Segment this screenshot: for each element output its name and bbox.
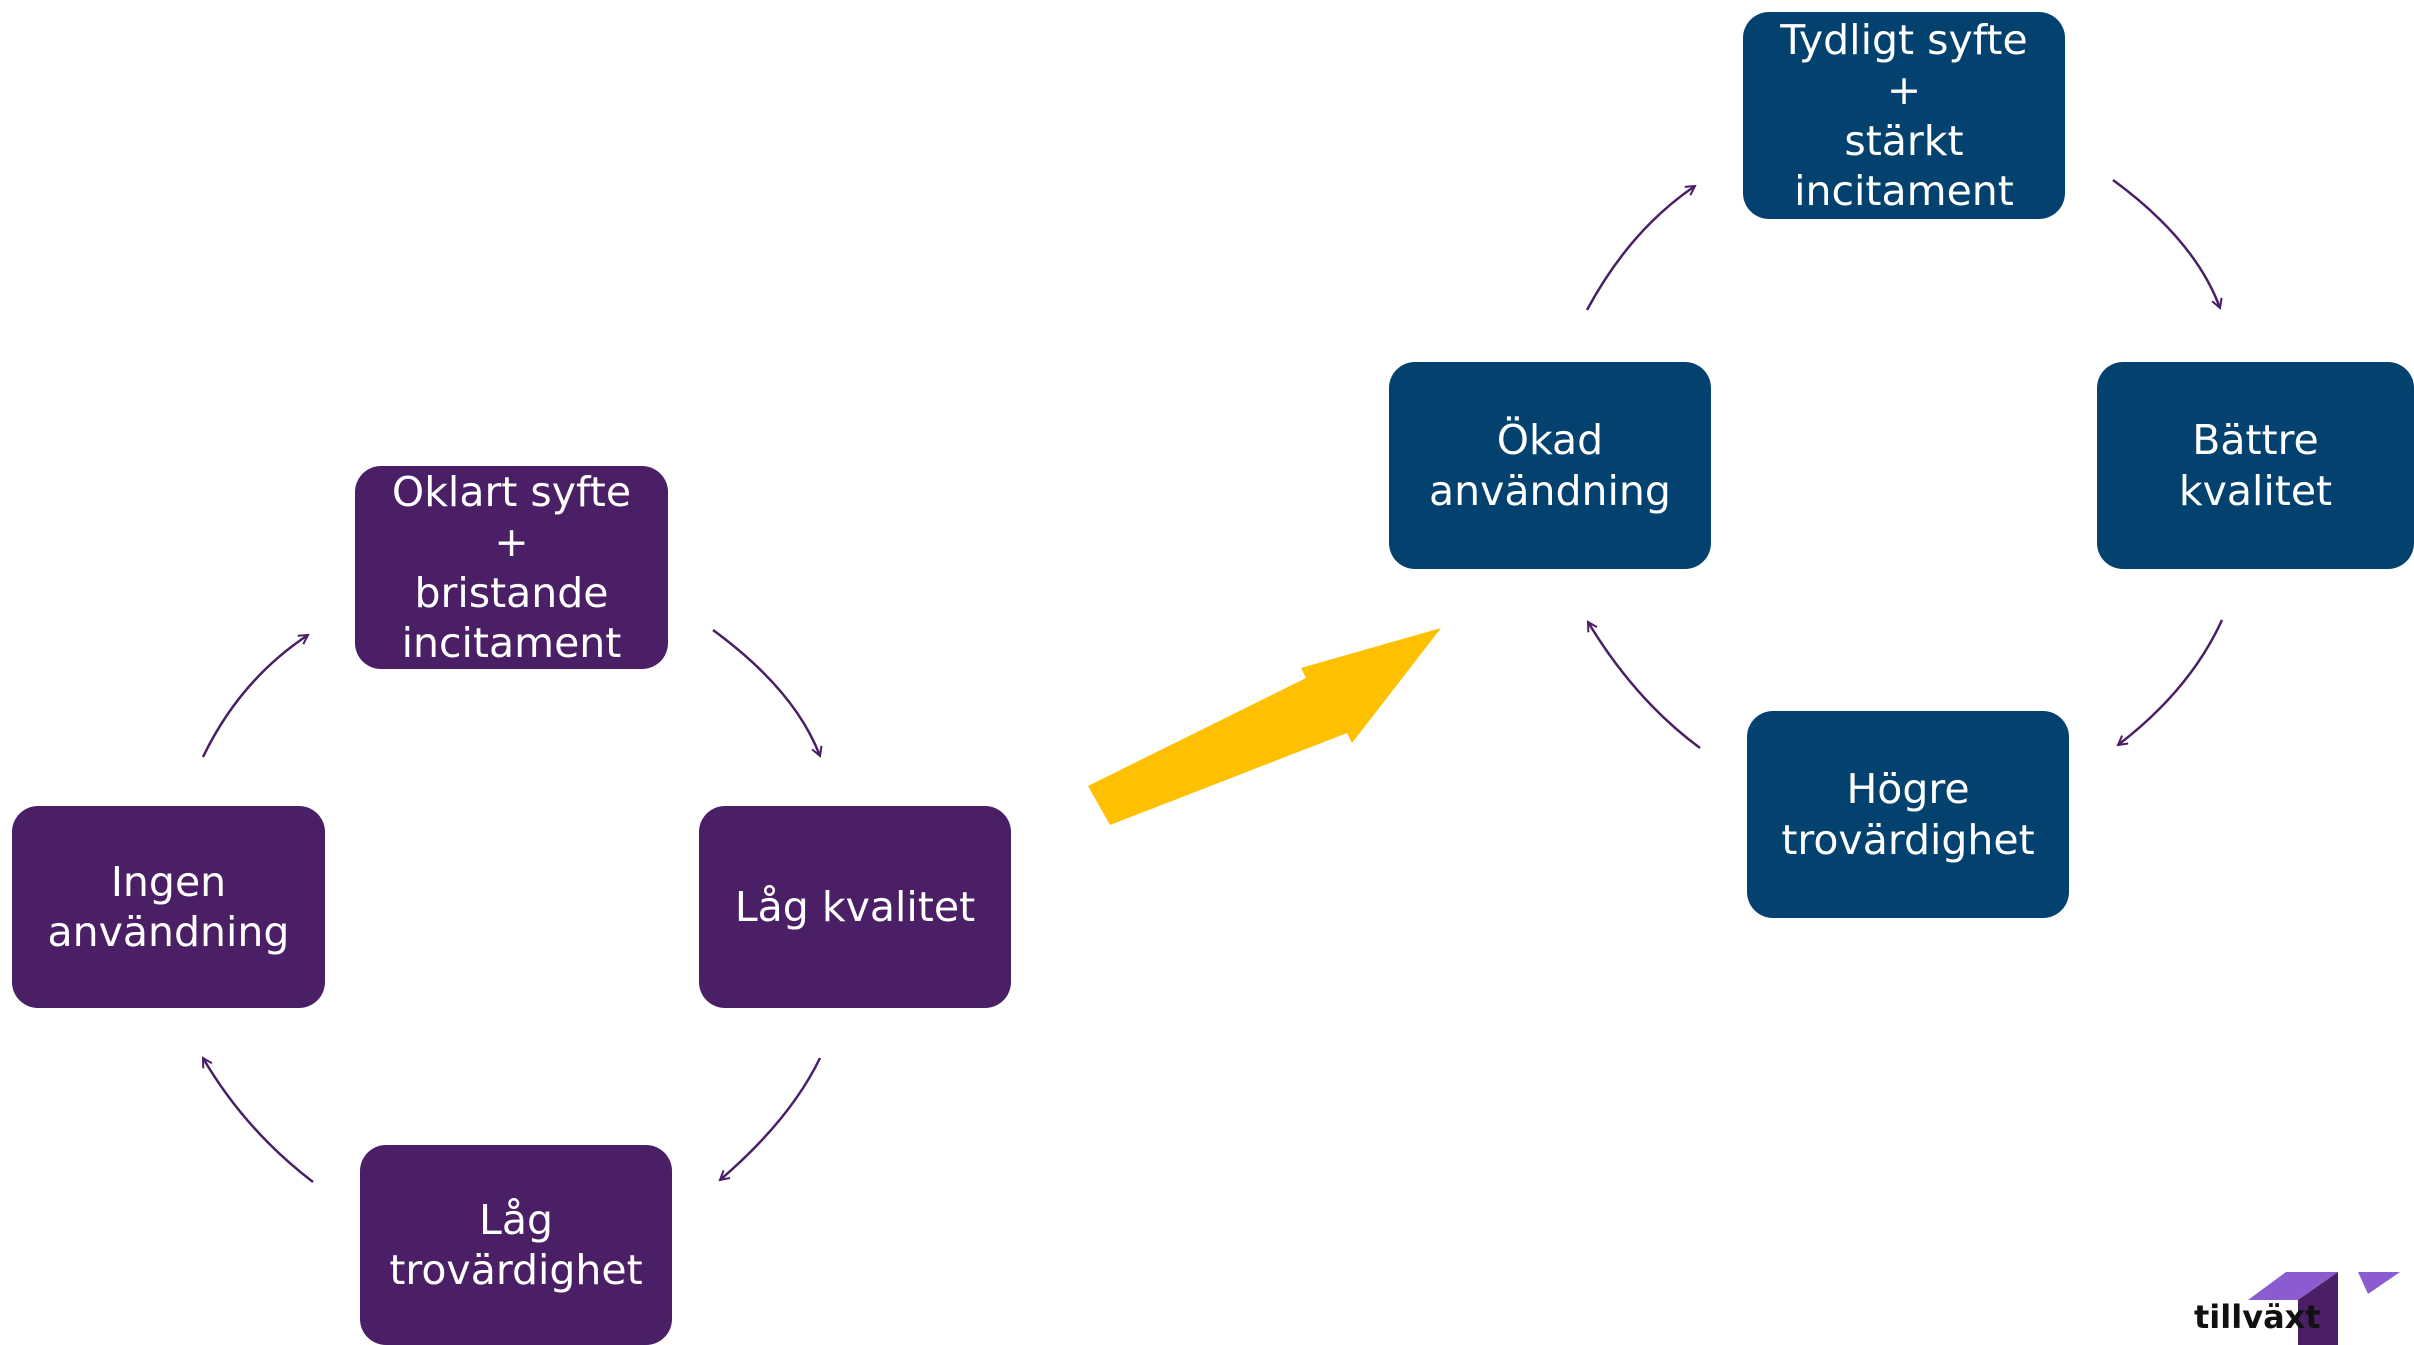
right-cycle-bottom-label: Högre trovärdighet bbox=[1781, 765, 2035, 864]
right-cycle-top-label: Tydligt syfte + stärkt incitament bbox=[1780, 16, 2028, 215]
cycle-arrow-top-to-right-right bbox=[2112, 178, 2220, 308]
transition-arrow bbox=[1088, 628, 1441, 825]
logo-text: tillväxt bbox=[2194, 1298, 2321, 1336]
tillvaxt-logo: tillväxt bbox=[2190, 1270, 2414, 1345]
left-cycle-right-label: Låg kvalitet bbox=[734, 882, 976, 931]
left-cycle-left-label: Ingen användning bbox=[47, 857, 290, 956]
left-cycle-left-box: Ingen användning bbox=[12, 806, 325, 1008]
cycle-arrow-bottom-to-left-right bbox=[1586, 622, 1701, 750]
right-cycle-left-label: Ökad användning bbox=[1429, 416, 1671, 515]
right-cycle-top-box: Tydligt syfte + stärkt incitament bbox=[1743, 12, 2065, 219]
cycle-arrow-top-to-right bbox=[712, 628, 820, 756]
left-cycle-right-box: Låg kvalitet bbox=[699, 806, 1011, 1008]
cycle-arrow-right-to-bottom-right bbox=[2118, 619, 2224, 745]
right-cycle-right-box: Bättre kvalitet bbox=[2097, 362, 2414, 569]
cycle-arrow-right-to-bottom bbox=[720, 1057, 822, 1180]
cycle-arrow-bottom-to-left bbox=[201, 1058, 314, 1183]
cycle-arrow-left-to-top bbox=[201, 635, 308, 758]
left-cycle-bottom-label: Låg trovärdighet bbox=[389, 1195, 643, 1294]
left-cycle-top-label: Oklart syfte + bristande incitament bbox=[391, 468, 632, 667]
right-cycle-bottom-box: Högre trovärdighet bbox=[1747, 711, 2069, 918]
left-cycle-bottom-box: Låg trovärdighet bbox=[360, 1145, 672, 1345]
right-cycle-right-label: Bättre kvalitet bbox=[2178, 416, 2333, 515]
right-cycle-left-box: Ökad användning bbox=[1389, 362, 1711, 569]
cycle-arrow-left-to-top-right bbox=[1585, 186, 1695, 311]
left-cycle-top-box: Oklart syfte + bristande incitament bbox=[355, 466, 668, 669]
logo-mark-icon bbox=[2248, 1272, 2400, 1345]
